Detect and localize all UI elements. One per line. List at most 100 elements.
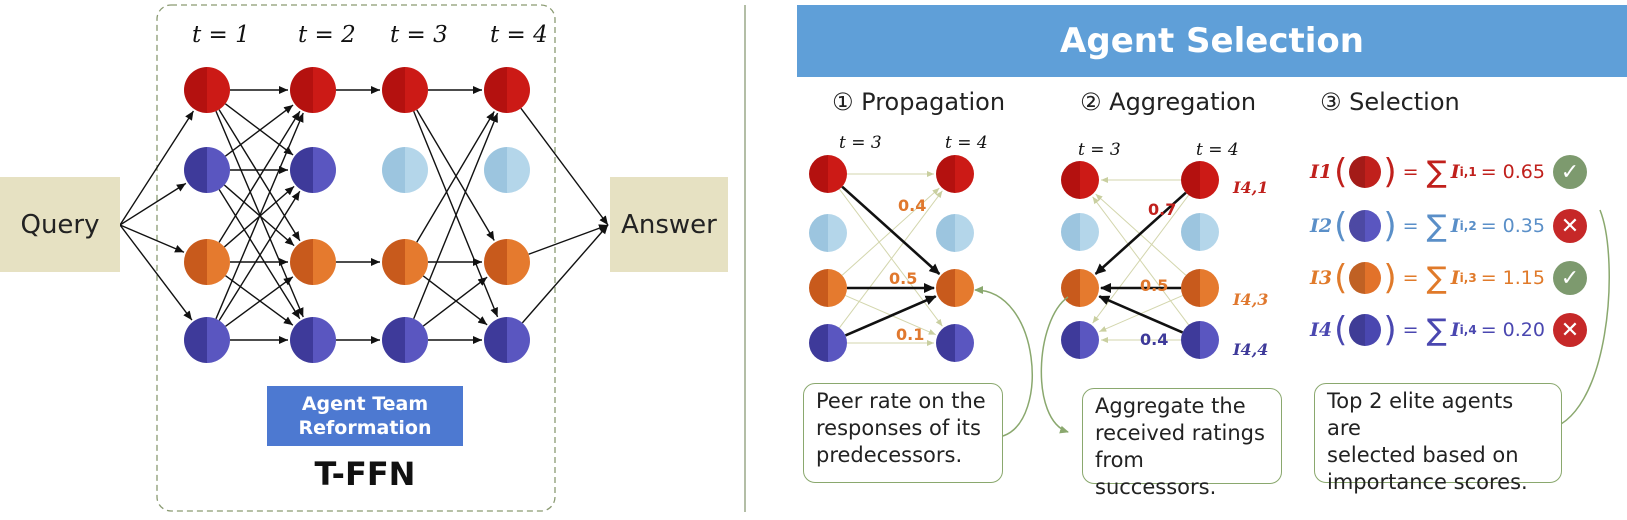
aggregation-nodes: [1061, 161, 1219, 359]
agent-node-t3-1: [382, 67, 428, 113]
agent-node-t1-3: [184, 239, 230, 285]
prop-weight-2: 0.5: [889, 269, 918, 288]
agent-node-t3-4: [382, 317, 428, 363]
edge-query-to-t1-1: [119, 110, 195, 226]
edge-t4-to-answer-3: [528, 224, 609, 255]
time-label-3: t = 3: [390, 22, 448, 48]
agent-node-t2-3: [290, 239, 336, 285]
sum-icon: ∑: [1426, 154, 1447, 190]
cross-icon: ✕: [1552, 313, 1587, 347]
sum-icon: ∑: [1426, 260, 1447, 296]
agent-node-t1-4: [184, 317, 230, 363]
query-label: Query: [20, 209, 100, 240]
selection-lhs: I4: [1310, 319, 1333, 341]
paren-close: ): [1383, 206, 1397, 246]
paren-open: (: [1334, 206, 1348, 246]
edge-t1-t2-2-4: [218, 189, 301, 320]
agent-node-t4-3: [484, 239, 530, 285]
agg-weight-3: 0.4: [1140, 330, 1169, 349]
paren-close: ): [1383, 152, 1397, 192]
sum-icon: ∑: [1426, 208, 1447, 244]
agg-node-t4-3: [1181, 269, 1219, 307]
step-propagation: ① Propagation: [832, 88, 1006, 116]
agg-node-t4-4: [1181, 321, 1219, 359]
edge-t1-t2-1-2: [224, 103, 294, 156]
agg-t-right: t = 4: [1196, 140, 1239, 160]
query-box: Query: [0, 177, 120, 272]
edge-t4-to-answer-4: [521, 224, 609, 324]
sum-icon: ∑: [1426, 312, 1447, 348]
network-label: T-FFN: [314, 455, 416, 493]
check-icon: ✓: [1552, 155, 1587, 189]
prop-weight-3: 0.1: [896, 325, 925, 344]
paren-close: ): [1383, 310, 1397, 350]
agent-node-t4-1: [484, 67, 530, 113]
sel-callout-line-1: Top 2 elite agents are: [1327, 389, 1514, 440]
prop-node-t4-1: [936, 155, 974, 193]
prop-faint-edge-1-4: [839, 188, 943, 327]
agg-node-t3-3: [1061, 269, 1099, 307]
agg-node-label-3: I4,3: [1233, 290, 1269, 309]
importance-symbol: I: [1450, 161, 1460, 183]
agg-node-t4-2: [1181, 213, 1219, 251]
agg-node-label-1: I4,1: [1233, 178, 1269, 197]
paren-open: (: [1334, 152, 1348, 192]
time-label-4: t = 4: [490, 22, 548, 48]
agent-node-t4-4: [484, 317, 530, 363]
answer-label: Answer: [621, 209, 717, 240]
importance-subscript: i,1: [1459, 165, 1477, 179]
agg-node-t3-4: [1061, 321, 1099, 359]
prop-node-t4-4: [936, 324, 974, 362]
selection-agent-node: [1349, 210, 1382, 242]
agg-callout-line-1: Aggregate the: [1095, 394, 1246, 418]
prop-bold-edge-4: [844, 295, 937, 337]
agg-node-label-4: I4,4: [1233, 340, 1269, 359]
selection-agent-node: [1349, 314, 1382, 346]
selection-callout: Top 2 elite agents are selected based on…: [1314, 383, 1562, 494]
importance-symbol: I: [1450, 215, 1460, 237]
selection-lhs: I1: [1310, 161, 1333, 183]
network-edges: [119, 86, 609, 344]
step-aggregation: ② Aggregation: [1080, 88, 1257, 116]
edge-t1-t2-4-2: [218, 190, 301, 321]
agg-faint-edge-4-1: [1092, 196, 1189, 326]
propagation-callout: Peer rate on the responses of its predec…: [803, 383, 1003, 483]
importance-symbol: I: [1450, 267, 1460, 289]
edge-t1-t2-1-4: [215, 110, 304, 318]
edge-t1-t2-2-1: [224, 104, 294, 157]
edge-t1-t2-3-4: [225, 275, 294, 326]
edge-query-to-t1-4: [119, 224, 193, 321]
agg-bold-edge-4: [1098, 295, 1184, 334]
prop-t-left: t = 3: [839, 133, 882, 153]
prop-weight-1: 0.4: [898, 196, 927, 215]
importance-value: = 0.20: [1480, 319, 1545, 341]
step-selection: ③ Selection: [1320, 88, 1460, 116]
sel-callout-line-3: importance scores.: [1327, 470, 1528, 494]
team-box-line-1: Agent Team: [301, 393, 429, 415]
edge-t1-t2-4-3: [225, 276, 294, 327]
paren-open: (: [1334, 258, 1348, 298]
agent-node-t1-1: [184, 67, 230, 113]
selection-lhs: I3: [1310, 267, 1333, 289]
aggregation-callout: Aggregate the received ratings from succ…: [1082, 388, 1282, 499]
prop-bold-edge-1: [841, 185, 941, 275]
propagation-edges: [839, 171, 943, 346]
agg-t-left: t = 3: [1078, 140, 1121, 160]
equals-sign: =: [1402, 319, 1419, 341]
selection-agent-node: [1349, 156, 1382, 188]
prop-node-t3-1: [809, 155, 847, 193]
agent-node-t1-2: [184, 147, 230, 193]
agg-callout-line-3: from successors.: [1095, 448, 1217, 499]
edge-t3-t4-3-4: [422, 275, 488, 326]
prop-faint-edge-4-1: [839, 190, 943, 329]
paren-close: ): [1383, 258, 1397, 298]
edge-t3-t4-1-3: [416, 109, 495, 241]
answer-box: Answer: [610, 177, 728, 272]
selection-lhs: I2: [1310, 215, 1333, 237]
time-label-2: t = 2: [298, 22, 356, 48]
agg-bold-edge-1: [1094, 191, 1187, 275]
prop-node-t4-3: [936, 269, 974, 307]
time-label-1: t = 1: [192, 22, 250, 48]
